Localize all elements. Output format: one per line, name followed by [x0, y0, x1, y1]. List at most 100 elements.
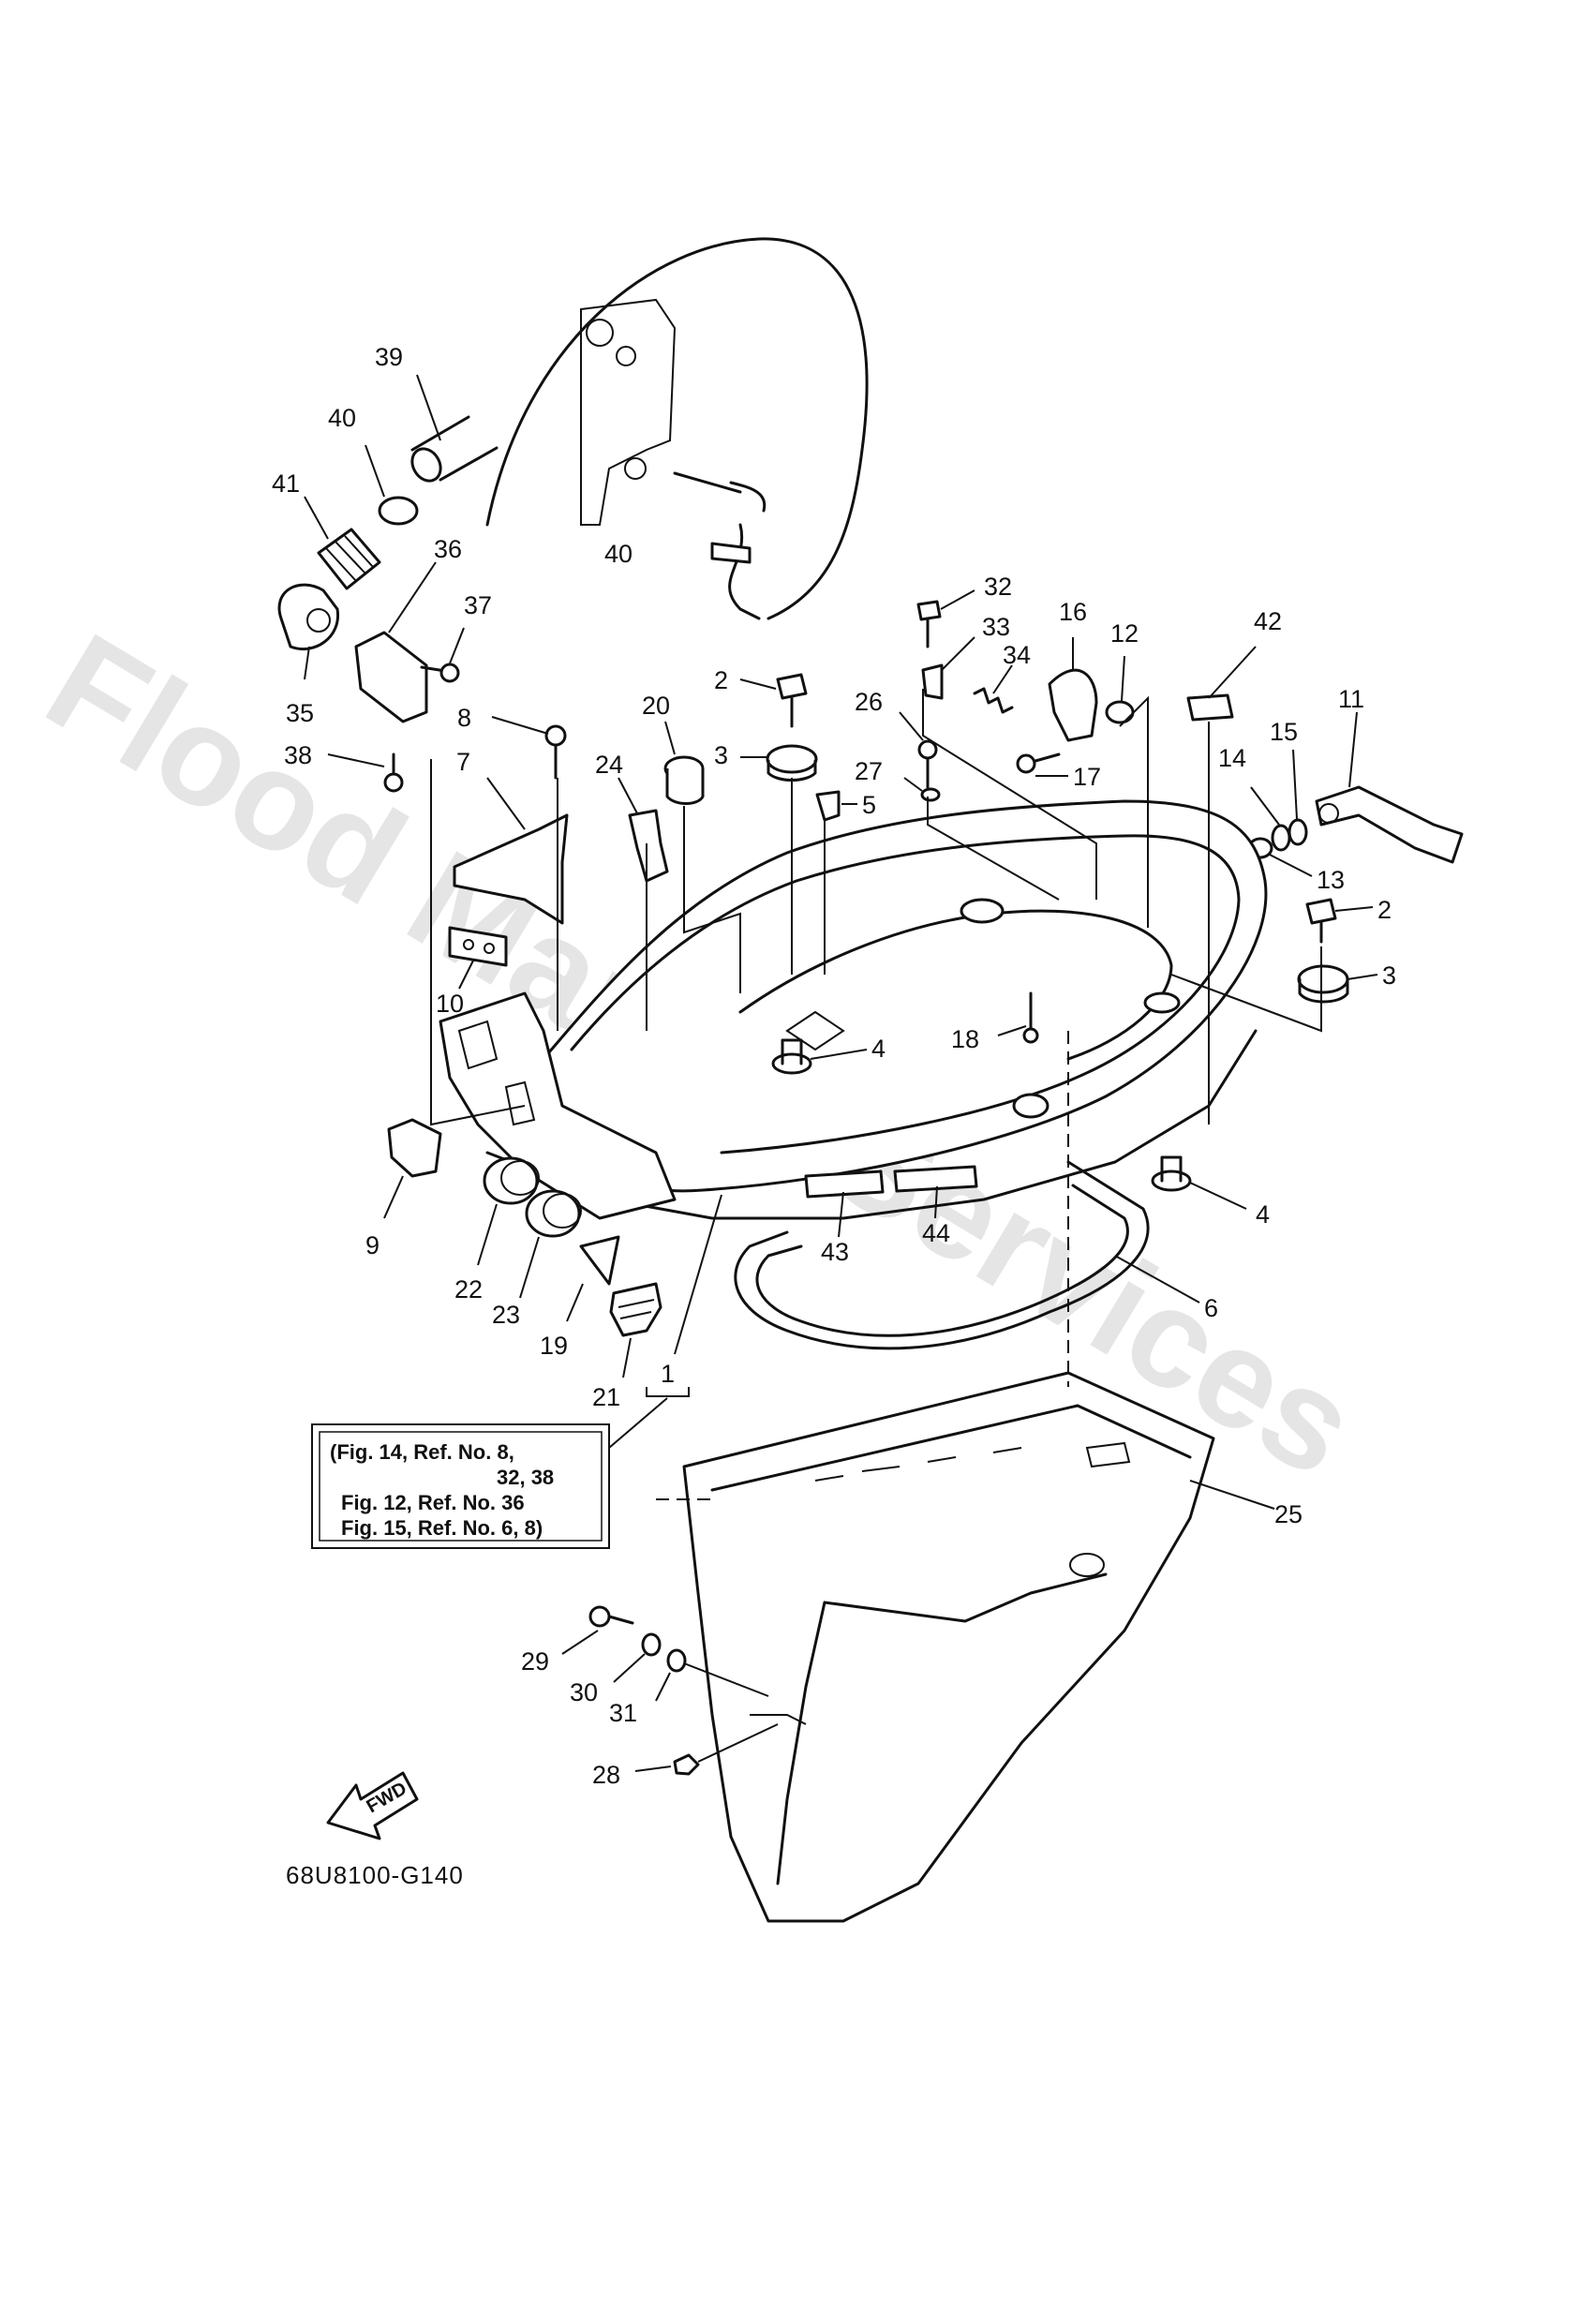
diagram-code: 68U8100-G140	[286, 1861, 464, 1889]
collar-4-right	[1151, 1155, 1247, 1210]
collar-4-center	[771, 1038, 868, 1075]
grommet-3-right	[1297, 964, 1378, 1004]
screw-32	[916, 589, 975, 648]
note-line-4: Fig. 15, Ref. No. 6, 8)	[341, 1516, 543, 1540]
callout-40: 40	[328, 404, 356, 432]
fwd-arrow-icon: FWD	[326, 1771, 419, 1840]
callout-22: 22	[454, 1275, 483, 1304]
callout-labels: 39 40 41 36 37 35 38 40 32 33 34 16 12 4…	[272, 343, 1396, 1789]
bracket-36	[354, 561, 437, 723]
washer-30	[613, 1632, 662, 1683]
lever-16	[1048, 637, 1098, 742]
callout-12: 12	[1110, 619, 1139, 648]
plate-33	[921, 636, 975, 700]
note-line-2: 32, 38	[497, 1466, 554, 1489]
label-42	[1186, 646, 1257, 722]
washer-27	[903, 777, 941, 802]
callout-29: 29	[521, 1647, 549, 1676]
callout-3a: 3	[714, 741, 728, 769]
callout-16: 16	[1059, 598, 1087, 626]
callout-6: 6	[1204, 1294, 1218, 1322]
engine-inset	[485, 237, 869, 620]
callout-21: 21	[592, 1383, 620, 1411]
callout-27: 27	[855, 757, 883, 785]
clip-5	[815, 790, 857, 822]
callout-15: 15	[1270, 718, 1298, 746]
callout-4b: 4	[1256, 1200, 1270, 1229]
bracket-7	[453, 777, 569, 925]
bolt-2-top	[739, 673, 808, 728]
callout-43: 43	[821, 1238, 849, 1266]
screw-26	[899, 711, 938, 789]
dashed-guides	[656, 1031, 1069, 1500]
grommet-20	[663, 721, 705, 805]
callout-40b: 40	[604, 540, 633, 568]
screw-38	[327, 752, 404, 793]
callout-34: 34	[1003, 641, 1031, 669]
callout-9: 9	[365, 1231, 380, 1259]
callout-41: 41	[272, 469, 300, 498]
callout-19: 19	[540, 1332, 568, 1360]
callout-39: 39	[375, 343, 403, 371]
callout-23: 23	[492, 1301, 520, 1329]
pad-10	[448, 926, 508, 990]
callout-8: 8	[457, 704, 471, 732]
screw-17	[1016, 752, 1068, 777]
callout-31: 31	[609, 1699, 637, 1727]
callout-37: 37	[464, 591, 492, 619]
callout-2a: 2	[714, 666, 728, 694]
callout-14: 14	[1218, 744, 1246, 772]
callout-44: 44	[922, 1219, 950, 1247]
cap-23	[519, 1189, 582, 1299]
handle-11	[1315, 711, 1464, 864]
grommet-21	[609, 1282, 662, 1378]
callout-13: 13	[1317, 866, 1345, 894]
screw-8	[491, 716, 567, 780]
callout-24: 24	[595, 751, 623, 779]
washer-14	[1250, 786, 1291, 852]
callout-18: 18	[951, 1025, 979, 1053]
nut-28	[634, 1723, 779, 1776]
washer-15	[1288, 749, 1308, 846]
callout-4a: 4	[871, 1035, 886, 1063]
callout-38: 38	[284, 741, 312, 769]
screw-37	[420, 627, 465, 683]
grommet-3-top	[740, 744, 818, 782]
leader-1	[608, 1194, 722, 1449]
washer-31	[655, 1648, 769, 1702]
plug-19	[566, 1235, 620, 1322]
spring-34	[973, 664, 1014, 714]
cap-22	[477, 1156, 540, 1266]
callout-2b: 2	[1377, 896, 1392, 924]
callout-36: 36	[434, 535, 462, 563]
label-44	[893, 1165, 978, 1193]
callout-11: 11	[1338, 685, 1364, 713]
callout-26: 26	[855, 688, 883, 716]
callout-3b: 3	[1382, 961, 1396, 990]
clip-24	[618, 777, 669, 883]
callout-1: 1	[661, 1360, 675, 1388]
reference-note: (Fig. 14, Ref. No. 8, 32, 38 Fig. 12, Re…	[311, 1423, 610, 1549]
clip-40a	[365, 444, 419, 526]
label-43	[804, 1169, 885, 1199]
callout-10: 10	[436, 990, 464, 1018]
seal-6	[734, 1160, 1200, 1350]
callout-33: 33	[982, 613, 1010, 641]
callout-35: 35	[286, 699, 314, 727]
bolt-2-right	[1305, 898, 1374, 944]
guide-lines	[430, 689, 1322, 1126]
callout-25: 25	[1274, 1500, 1303, 1528]
callout-20: 20	[642, 692, 670, 720]
cover-9	[383, 1118, 442, 1219]
fitting-41	[304, 496, 381, 590]
apron-25	[682, 1371, 1275, 1923]
bottom-cowling	[439, 799, 1268, 1238]
screw-29	[561, 1605, 634, 1655]
note-line-1: (Fig. 14, Ref. No. 8,	[330, 1440, 514, 1464]
callout-42: 42	[1254, 607, 1282, 635]
callout-32: 32	[984, 573, 1012, 601]
grommet-35	[277, 583, 339, 680]
hose-39	[410, 374, 499, 483]
